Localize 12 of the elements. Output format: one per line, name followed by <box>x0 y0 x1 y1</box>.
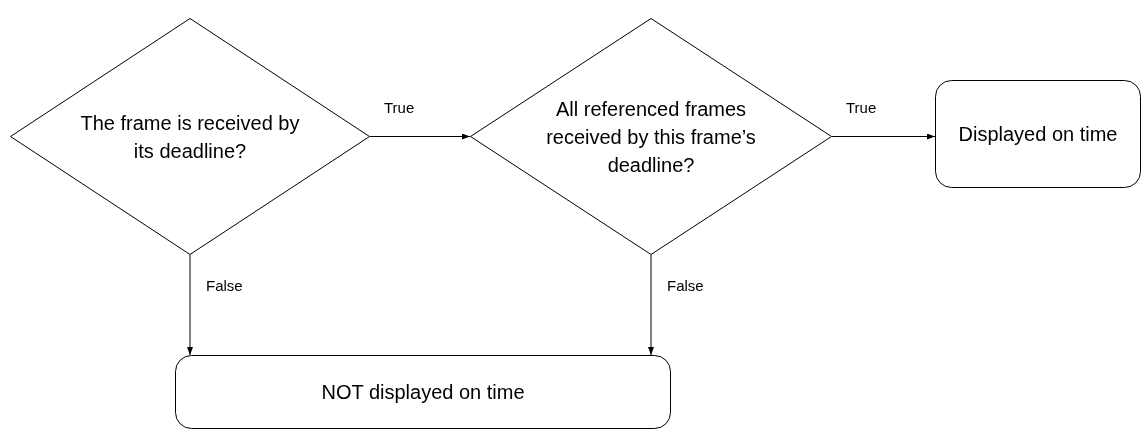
node-text: Displayed on time <box>957 122 1119 147</box>
arrow <box>648 254 654 356</box>
edge-label: True <box>384 98 415 116</box>
arrow <box>187 254 193 356</box>
node-text: NOT displayed on time <box>320 380 526 405</box>
edge-label: False <box>206 277 243 294</box>
arrow <box>369 133 471 140</box>
arrow <box>831 133 936 140</box>
edge-label: False <box>667 277 704 294</box>
edge-label: True <box>846 98 877 116</box>
node-text: All referenced frames received by this frame’s deadline? <box>546 96 756 178</box>
node-text: The frame is received by its deadline? <box>79 110 301 164</box>
